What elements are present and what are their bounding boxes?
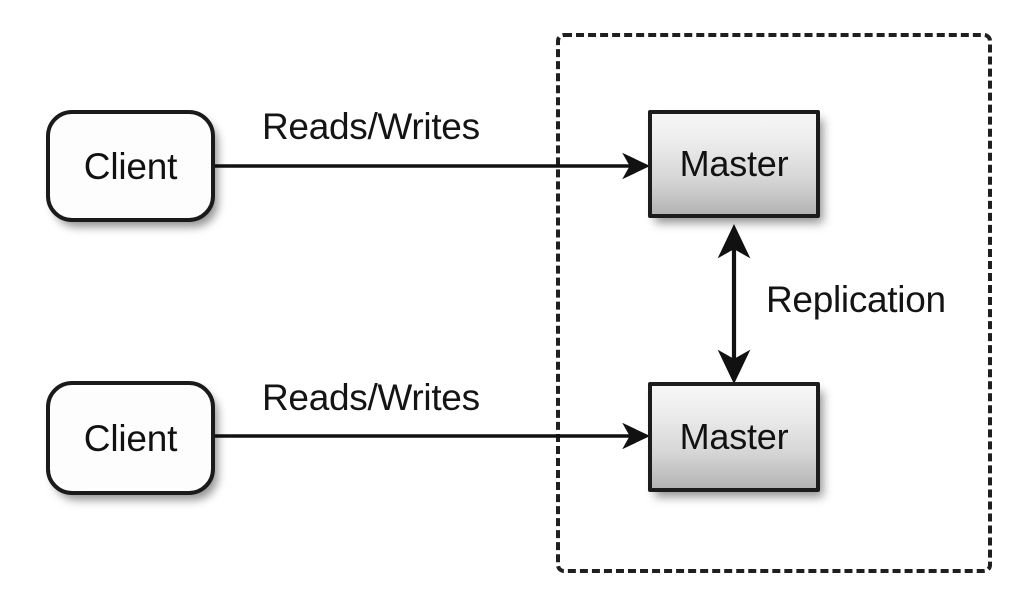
- node-master-top-label: Master: [679, 143, 789, 184]
- node-master-bottom[interactable]: Master: [648, 382, 820, 492]
- node-master-top[interactable]: Master: [648, 110, 820, 218]
- edge-label-reads-writes-top: Reads/Writes: [262, 106, 480, 147]
- node-client-top[interactable]: Client: [46, 110, 215, 222]
- edge-label-replication: Replication: [766, 279, 946, 320]
- node-client-bottom[interactable]: Client: [46, 381, 215, 495]
- node-client-top-label: Client: [83, 145, 178, 187]
- node-client-bottom-label: Client: [83, 417, 178, 459]
- master-group-boundary: [556, 33, 992, 573]
- node-master-bottom-label: Master: [679, 416, 789, 457]
- edge-label-reads-writes-bottom: Reads/Writes: [262, 377, 480, 418]
